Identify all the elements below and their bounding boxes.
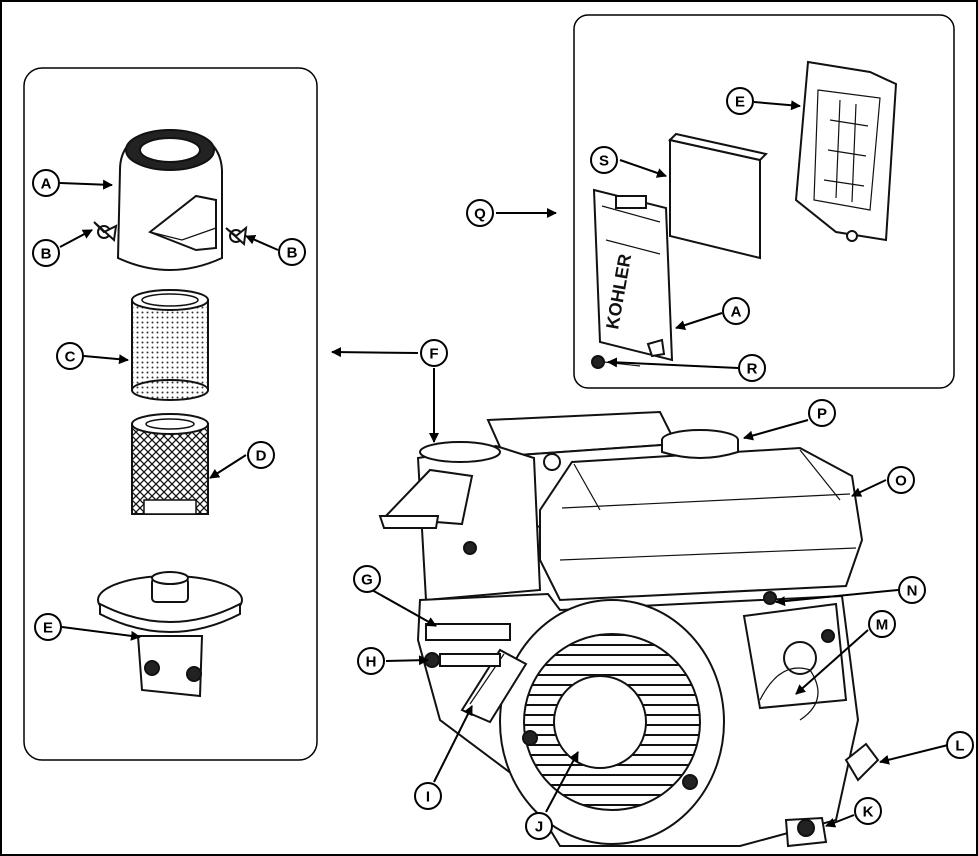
callout-label: R	[747, 361, 758, 378]
callout-label: A	[41, 176, 52, 193]
wing-clip-left	[93, 221, 118, 242]
callout-e-right: E	[726, 87, 754, 115]
callout-label: F	[429, 346, 438, 363]
callout-o: O	[887, 466, 915, 494]
air-cleaner-cover-round: KOHLER	[116, 128, 223, 271]
callout-c: C	[56, 342, 84, 370]
callout-g: G	[353, 565, 381, 593]
leader-lines	[59, 100, 949, 828]
callout-q: Q	[466, 199, 494, 227]
callout-label: D	[256, 448, 267, 465]
callout-label: E	[735, 94, 745, 111]
engine-assembly	[378, 410, 880, 848]
callout-label: P	[817, 406, 827, 423]
cover-brand-text: KOHLER	[149, 147, 192, 158]
callout-label: S	[599, 153, 609, 170]
callout-label: H	[366, 654, 377, 671]
callout-j: J	[525, 812, 553, 840]
air-cleaner-base-round	[97, 571, 243, 698]
callout-a-right: A	[722, 297, 750, 325]
foam-precleaner	[131, 289, 209, 401]
callout-b-right: B	[278, 238, 306, 266]
callout-label: N	[907, 583, 918, 600]
callout-s: S	[590, 146, 618, 174]
callout-a-left: A	[32, 169, 60, 197]
callout-f: F	[420, 339, 448, 367]
callout-label: G	[361, 572, 373, 589]
callout-label: K	[863, 804, 874, 821]
callout-label: J	[535, 819, 543, 836]
callout-label: Q	[474, 206, 486, 223]
air-cleaner-cover-flat: KOHLER	[592, 188, 674, 362]
callout-h: H	[357, 647, 385, 675]
callout-label: E	[43, 620, 53, 637]
callout-b-left: B	[32, 239, 60, 267]
callout-label: B	[41, 246, 52, 263]
callout-i: I	[414, 782, 442, 810]
callout-label: A	[731, 304, 742, 321]
left-inset-panel	[23, 67, 318, 761]
callout-m: M	[868, 610, 896, 638]
callout-label: B	[287, 245, 298, 262]
callout-label: C	[65, 349, 76, 366]
callout-label: I	[426, 789, 430, 806]
air-cleaner-base-flat	[794, 60, 898, 242]
callout-label: O	[895, 473, 907, 490]
callout-d: D	[247, 441, 275, 469]
callout-k: K	[854, 797, 882, 825]
paper-filter-element	[131, 413, 209, 515]
right-inset-panel	[573, 14, 955, 389]
callout-label: L	[955, 738, 964, 755]
callout-n: N	[898, 576, 926, 604]
callout-l: L	[946, 731, 974, 759]
callout-r: R	[738, 354, 766, 382]
callout-e-left: E	[34, 613, 62, 641]
wing-clip-right	[225, 225, 248, 247]
callout-p: P	[808, 399, 836, 427]
callout-label: M	[876, 617, 889, 634]
foam-element-block	[668, 132, 768, 260]
